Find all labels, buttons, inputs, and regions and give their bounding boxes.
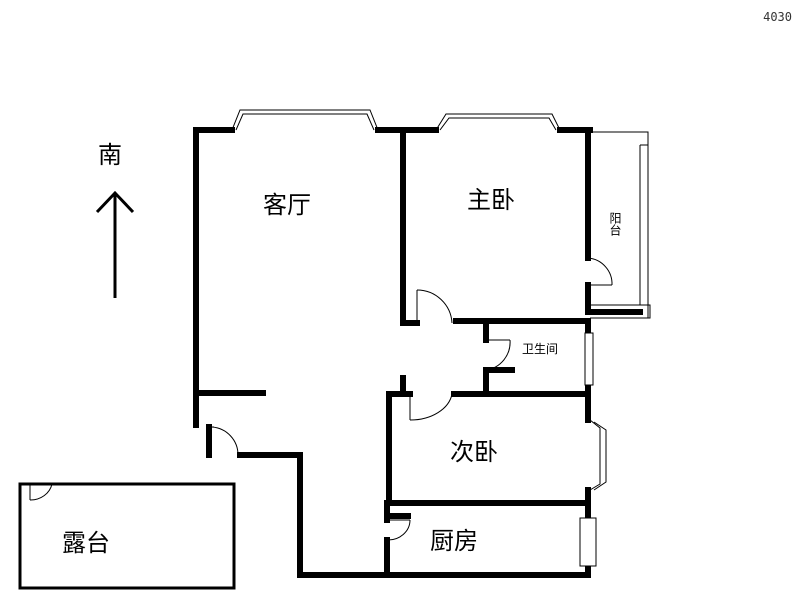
room-bathroom-label: 卫生间 [522,342,558,356]
second-bedroom-window [589,419,607,491]
room-master-bedroom-label: 主卧 [467,186,515,214]
kitchen-window [579,517,597,567]
walls [193,127,593,578]
master-window [435,113,561,131]
room-living-label: 客厅 [263,191,311,219]
terrace [18,482,236,590]
compass-label: 南 [98,141,122,169]
room-terrace-label: 露台 [62,529,110,557]
balcony [590,131,651,319]
plan-code: 4030 [763,10,792,24]
room-balcony-label: 阳台 [608,212,622,236]
room-kitchen-label: 厨房 [430,527,478,555]
room-second-bedroom-label: 次卧 [450,438,498,466]
doors [209,257,613,541]
north-south-arrow-icon [95,190,135,298]
living-window [231,109,379,131]
bathroom-window [584,332,594,386]
